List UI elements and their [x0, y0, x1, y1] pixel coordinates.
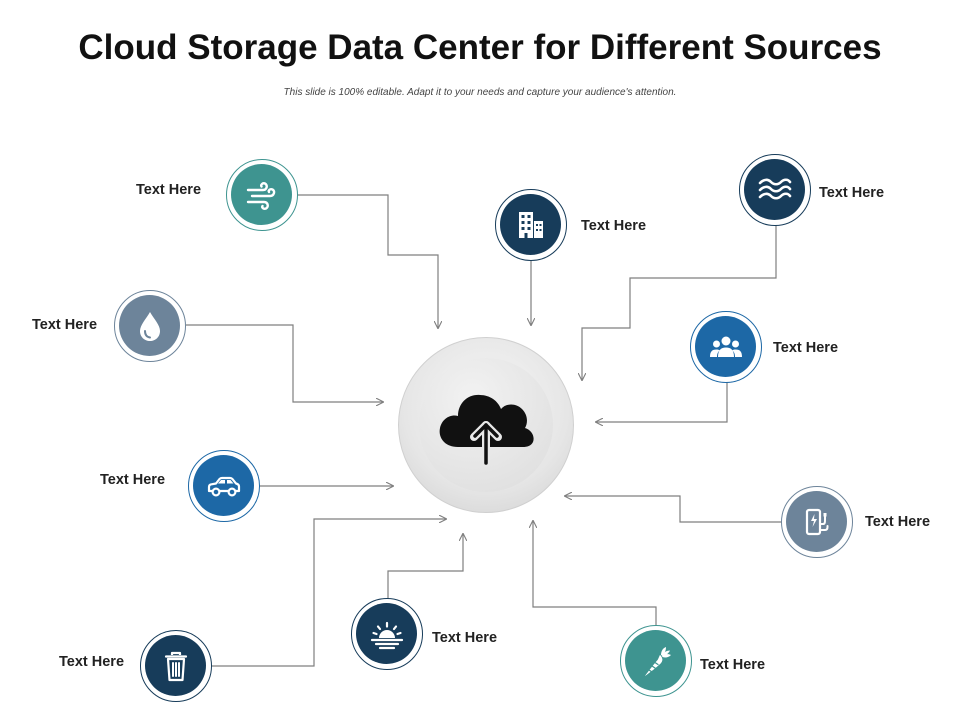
cloud-hub-inner — [419, 358, 553, 492]
slide-subtitle: This slide is 100% editable. Adapt it to… — [283, 87, 677, 98]
source-disc-charger — [786, 491, 847, 552]
slide-title: Cloud Storage Data Center for Different … — [78, 28, 882, 67]
source-disc-building — [500, 194, 561, 255]
connector-wind — [296, 194, 438, 328]
building-icon — [518, 211, 543, 238]
source-disc-wind — [231, 164, 292, 225]
source-disc-people — [695, 316, 756, 377]
water-drop-icon — [139, 311, 160, 341]
source-node-car — [188, 450, 260, 522]
trash-can-icon — [164, 651, 187, 681]
connector-charger — [565, 496, 782, 523]
source-node-wind — [226, 159, 298, 231]
source-disc-carrot — [625, 630, 686, 691]
source-node-carrot — [620, 625, 692, 697]
people-icon — [709, 336, 742, 357]
connector-people — [596, 382, 728, 422]
connector-sunrise — [387, 534, 463, 600]
source-node-waves — [739, 154, 811, 226]
source-node-sunrise — [351, 598, 423, 670]
source-disc-sunrise — [356, 603, 417, 664]
wind-icon — [246, 181, 275, 210]
source-disc-car — [193, 455, 254, 516]
source-label-charger: Text Here — [865, 514, 931, 530]
source-label-people: Text Here — [773, 340, 839, 356]
source-label-building: Text Here — [581, 218, 647, 234]
source-label-trash: Text Here — [59, 654, 125, 670]
connector-waves — [582, 224, 777, 380]
carrot-icon — [644, 646, 671, 676]
source-disc-drop — [119, 295, 180, 356]
source-label-wind: Text Here — [136, 182, 202, 198]
source-label-drop: Text Here — [32, 317, 98, 333]
source-node-people — [690, 311, 762, 383]
cloud-hub — [398, 337, 574, 513]
car-icon — [207, 476, 240, 497]
source-node-building — [495, 189, 567, 261]
source-label-sunrise: Text Here — [432, 630, 498, 646]
waves-icon — [758, 177, 791, 200]
sunrise-icon — [370, 621, 403, 649]
source-node-drop — [114, 290, 186, 362]
connector-trash — [210, 519, 446, 667]
source-label-carrot: Text Here — [700, 657, 766, 673]
source-label-car: Text Here — [100, 472, 166, 488]
connector-drop — [186, 324, 383, 402]
source-disc-trash — [145, 635, 206, 696]
source-node-charger — [781, 486, 853, 558]
source-label-waves: Text Here — [819, 185, 885, 201]
connector-carrot — [533, 521, 657, 627]
cloud-upload-icon — [439, 394, 534, 467]
ev-charger-icon — [805, 508, 828, 535]
source-node-trash — [140, 630, 212, 702]
source-disc-waves — [744, 159, 805, 220]
